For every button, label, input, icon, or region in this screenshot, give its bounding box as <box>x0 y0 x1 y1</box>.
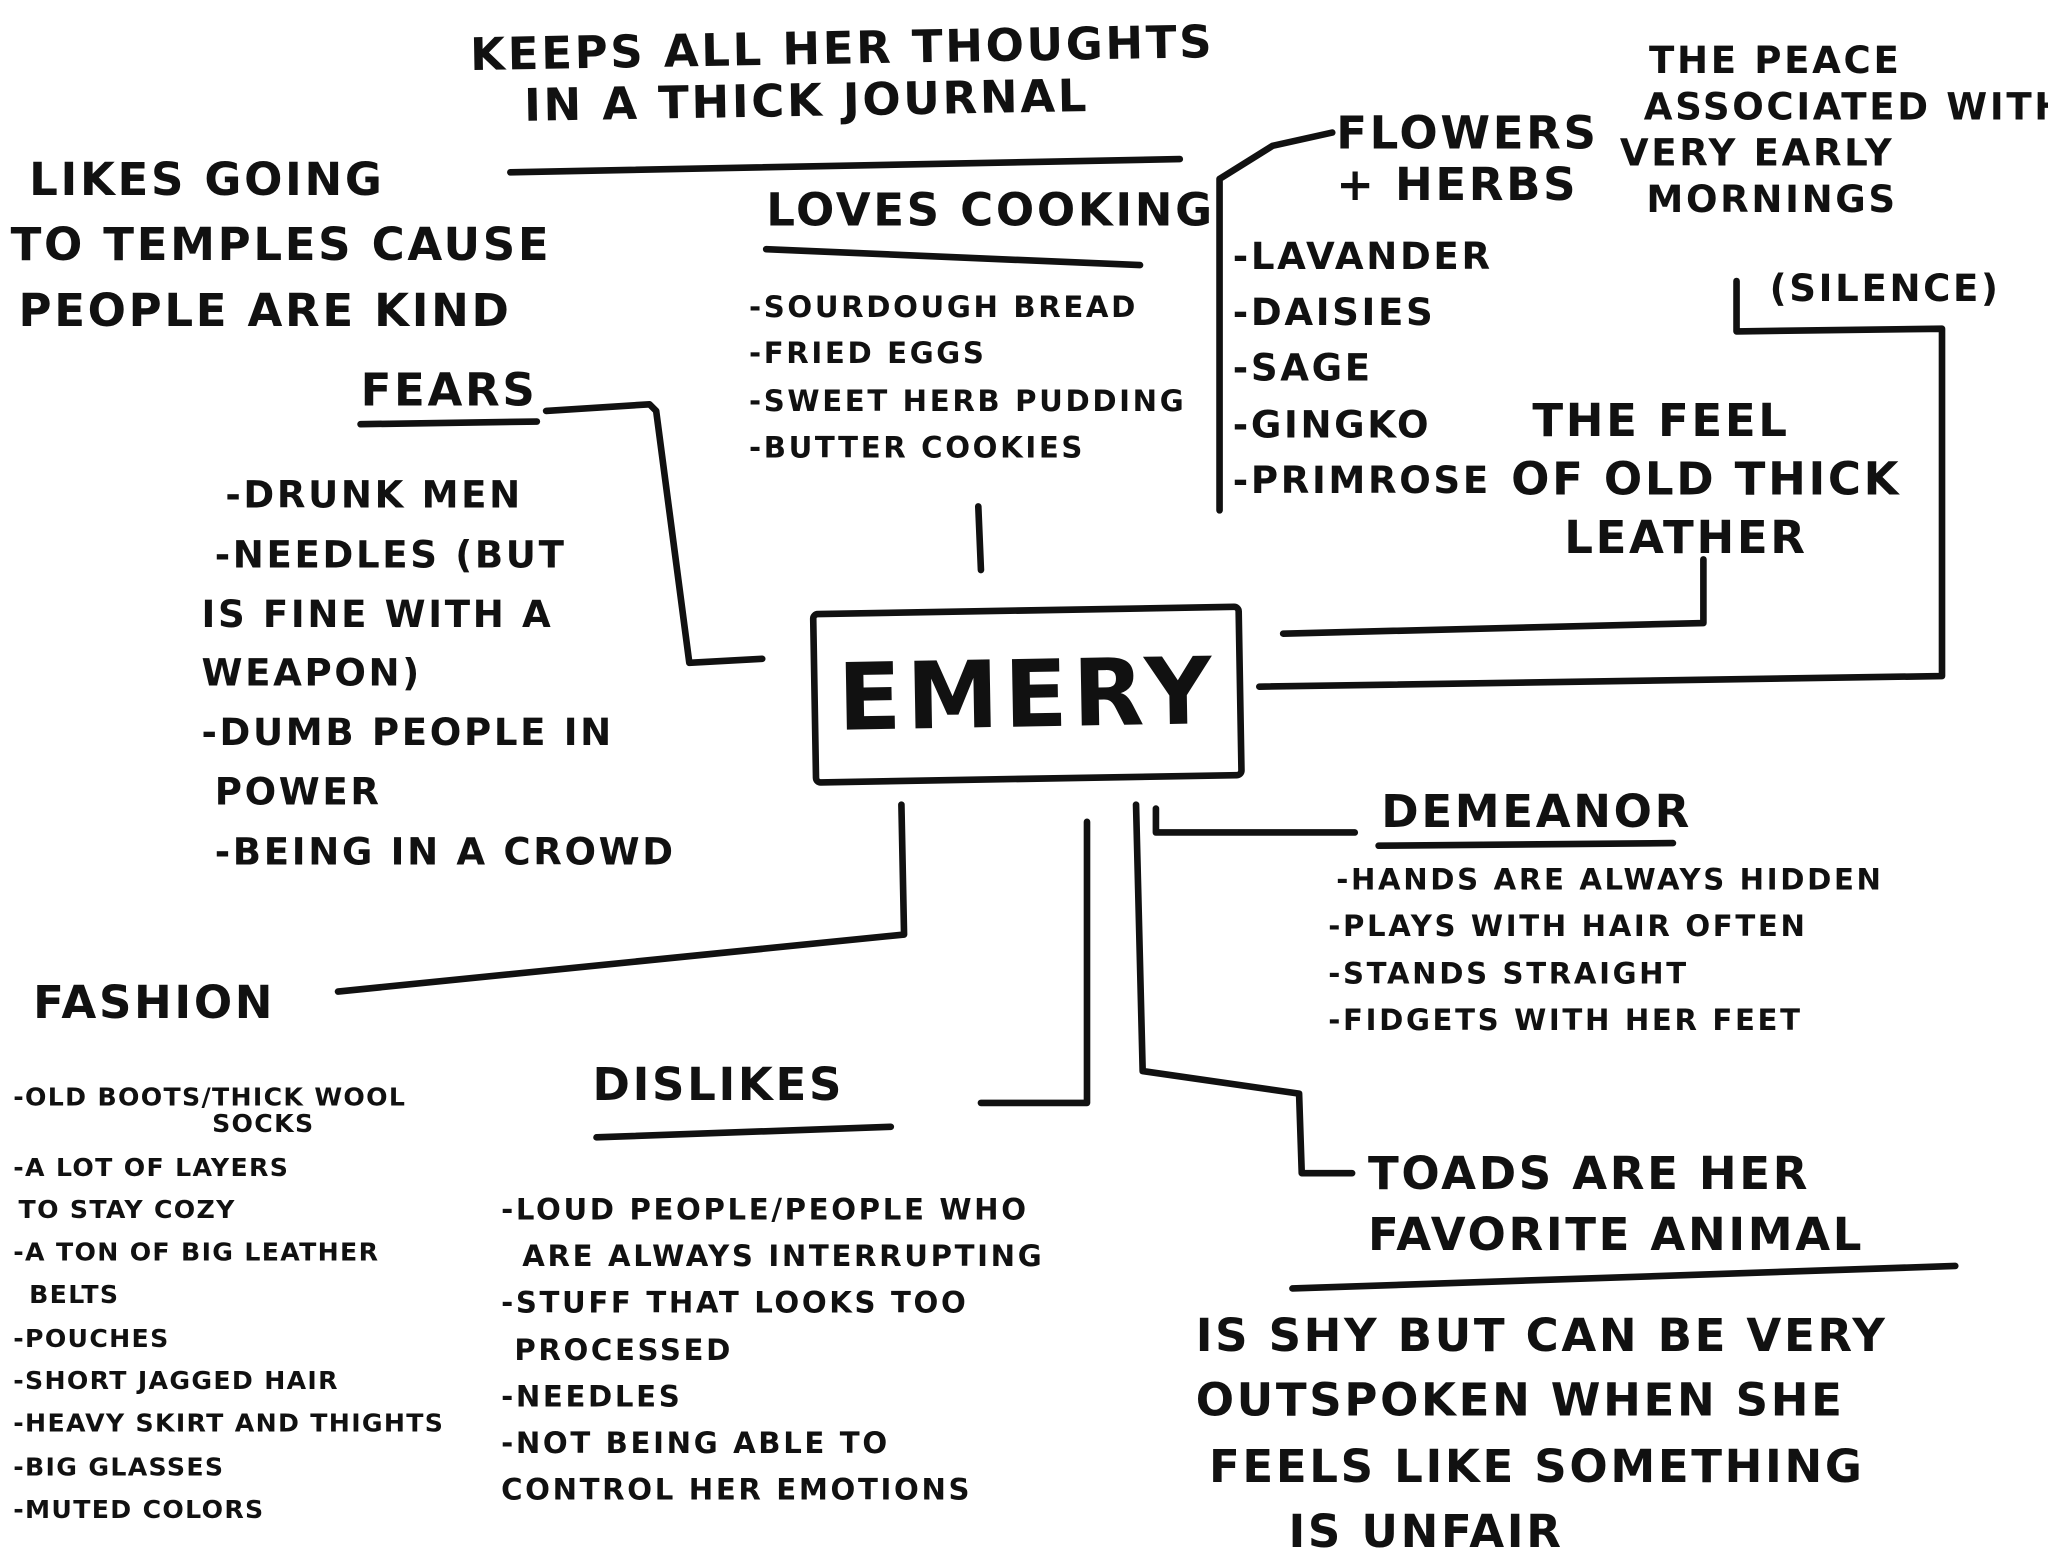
cooking-header: LOVES COOKING <box>766 184 1215 238</box>
list-item: -SAGE <box>1232 346 1373 391</box>
peace-line: THE PEACE <box>1649 38 1902 83</box>
toads-line: FAVORITE ANIMAL <box>1368 1208 1865 1262</box>
peace-line: MORNINGS <box>1646 177 1898 222</box>
temples-line: TO TEMPLES CAUSE <box>10 219 552 273</box>
list-item: -OLD BOOTS/THICK WOOL <box>13 1083 407 1113</box>
toads-node: TOADS ARE HER FAVORITE ANIMAL <box>1368 1145 1864 1267</box>
list-item: TO STAY COZY <box>18 1195 236 1225</box>
demeanor-connector <box>1152 805 1359 836</box>
list-item: PROCESSED <box>514 1334 733 1368</box>
flowers-header-line: + HERBS <box>1336 159 1579 213</box>
list-item: -DAISIES <box>1232 290 1436 335</box>
list-item: -BUTTER COOKIES <box>748 432 1086 466</box>
list-item: -SWEET HERB PUDDING <box>748 385 1187 419</box>
dislikes-header: DISLIKES <box>592 1059 845 1113</box>
peace-line: VERY EARLY <box>1619 131 1895 175</box>
list-item: SOCKS <box>212 1109 315 1140</box>
journal-underline <box>507 155 1184 176</box>
flowers-list: -LAVANDER -DAISIES -SAGE -GINGKO -PRIMRO… <box>1232 234 1493 516</box>
fashion-list: -OLD BOOTS/THICK WOOL SOCKS -A LOT OF LA… <box>13 1076 444 1531</box>
dislikes-list: -LOUD PEOPLE/PEOPLE WHO ARE ALWAYS INTER… <box>501 1188 1044 1515</box>
peace-connector <box>1256 277 1946 690</box>
list-item: -POUCHES <box>13 1323 170 1354</box>
fashion-connector <box>334 801 908 995</box>
list-item: -PRIMROSE <box>1232 458 1491 503</box>
toads-underline <box>1289 1262 1959 1292</box>
list-item: -SOURDOUGH BREAD <box>748 291 1138 325</box>
cooking-list: -SOURDOUGH BREAD -FRIED EGGS -SWEET HERB… <box>749 292 1186 479</box>
list-item: CONTROL HER EMOTIONS <box>501 1474 973 1508</box>
shy-line: IS SHY BUT CAN BE VERY <box>1195 1309 1888 1363</box>
toads-connector <box>1132 801 1356 1177</box>
toads-line: TOADS ARE HER <box>1368 1147 1811 1201</box>
shy-line: OUTSPOKEN WHEN SHE <box>1195 1375 1845 1429</box>
center-node-label: EMERY <box>836 636 1218 753</box>
list-item: -BIG GLASSES <box>13 1452 225 1482</box>
fashion-header: FASHION <box>33 976 276 1030</box>
leather-node: THE FEEL OF OLD THICK LEATHER <box>1511 392 1901 568</box>
leather-line: LEATHER <box>1564 512 1808 566</box>
list-item: -A TON OF BIG LEATHER <box>13 1238 380 1268</box>
list-item: POWER <box>214 770 382 814</box>
list-item: -NOT BEING ABLE TO <box>501 1427 890 1461</box>
list-item: -HANDS ARE ALWAYS HIDDEN <box>1336 864 1884 898</box>
demeanor-header: DEMEANOR <box>1381 786 1692 840</box>
demeanor-underline <box>1375 839 1677 850</box>
list-item: -NEEDLES (BUT <box>214 532 567 577</box>
temples-line: LIKES GOING <box>29 153 385 207</box>
fears-header: FEARS <box>360 364 538 418</box>
temples-node: LIKES GOING TO TEMPLES CAUSE PEOPLE ARE … <box>11 148 552 344</box>
list-item: -FRIED EGGS <box>748 338 987 372</box>
list-item: -SHORT JAGGED HAIR <box>13 1366 339 1396</box>
list-item: -STUFF THAT LOOKS TOO <box>501 1287 969 1321</box>
list-item: BELTS <box>29 1281 120 1311</box>
list-item: -LOUD PEOPLE/PEOPLE WHO <box>501 1194 1029 1228</box>
center-node: EMERY <box>809 603 1245 786</box>
list-item: -HEAVY SKIRT AND THIGHTS <box>13 1409 445 1439</box>
list-item: -STANDS STRAIGHT <box>1328 957 1689 992</box>
list-item: -GINGKO <box>1232 402 1432 447</box>
journal-node: KEEPS ALL HER THOUGHTS IN A THICK JOURNA… <box>470 16 1216 134</box>
peace-node: THE PEACE ASSOCIATED WITH VERY EARLY MOR… <box>1620 37 2048 223</box>
peace-note: (SILENCE) <box>1769 266 2001 311</box>
shy-line: IS UNFAIR <box>1288 1505 1564 1559</box>
list-item: WEAPON) <box>201 651 422 696</box>
list-item: -NEEDLES <box>501 1380 683 1415</box>
dislikes-underline <box>593 1123 895 1141</box>
list-item: -FIDGETS WITH HER FEET <box>1328 1004 1803 1038</box>
leather-connector <box>1279 556 1707 637</box>
flowers-header-line: FLOWERS <box>1336 107 1599 161</box>
temples-line: PEOPLE ARE KIND <box>18 284 512 338</box>
fears-underline <box>357 418 541 428</box>
list-item: -MUTED COLORS <box>13 1495 265 1525</box>
cooking-underline <box>762 245 1144 269</box>
shy-node: IS SHY BUT CAN BE VERY OUTSPOKEN WHEN SH… <box>1196 1304 1888 1565</box>
dislikes-connector <box>977 818 1091 1107</box>
demeanor-list: -HANDS ARE ALWAYS HIDDEN -PLAYS WITH HAI… <box>1328 864 1883 1051</box>
flowers-header: FLOWERS + HERBS <box>1336 107 1599 213</box>
cooking-connector <box>974 503 985 574</box>
list-item: -DUMB PEOPLE IN <box>201 710 614 755</box>
shy-line: FEELS LIKE SOMETHING <box>1208 1440 1865 1494</box>
fears-list: -DRUNK MEN -NEEDLES (BUT IS FINE WITH A … <box>201 467 675 883</box>
list-item: -LAVANDER <box>1232 234 1493 279</box>
list-item: -A LOT OF LAYERS <box>13 1152 290 1182</box>
list-item: -BEING IN A CROWD <box>214 829 676 874</box>
leather-line: OF OLD THICK <box>1511 453 1902 507</box>
peace-line: ASSOCIATED WITH <box>1643 84 2048 129</box>
list-item: ARE ALWAYS INTERRUPTING <box>522 1241 1045 1275</box>
leather-line: THE FEEL <box>1532 395 1790 449</box>
list-item: -PLAYS WITH HAIR OFTEN <box>1328 911 1808 945</box>
list-item: IS FINE WITH A <box>201 592 554 636</box>
fears-connector <box>542 400 766 667</box>
flowers-connector <box>1216 129 1336 514</box>
list-item: -DRUNK MEN <box>225 473 523 517</box>
